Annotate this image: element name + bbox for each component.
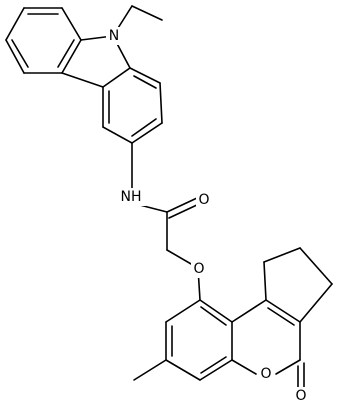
label-lactone-carbonyl-oxygen: O	[295, 388, 306, 404]
carbazole-right-benzene-ring	[102, 67, 163, 144]
coumarin-benzene-ring	[165, 299, 233, 381]
label-lactone-ring-oxygen: O	[260, 366, 271, 382]
lactone-ring	[231, 299, 305, 391]
label-ether-oxygen: O	[193, 261, 204, 277]
label-amide-nh: NH	[121, 189, 142, 205]
atom-labels: N NH O O O O	[106, 27, 309, 405]
methyl-group	[133, 359, 167, 381]
cyclopentane-ring	[263, 247, 333, 323]
carbazole-left-benzene-ring	[5, 7, 82, 74]
label-carbazole-nitrogen: N	[109, 28, 119, 44]
label-amide-oxygen: O	[198, 192, 209, 208]
